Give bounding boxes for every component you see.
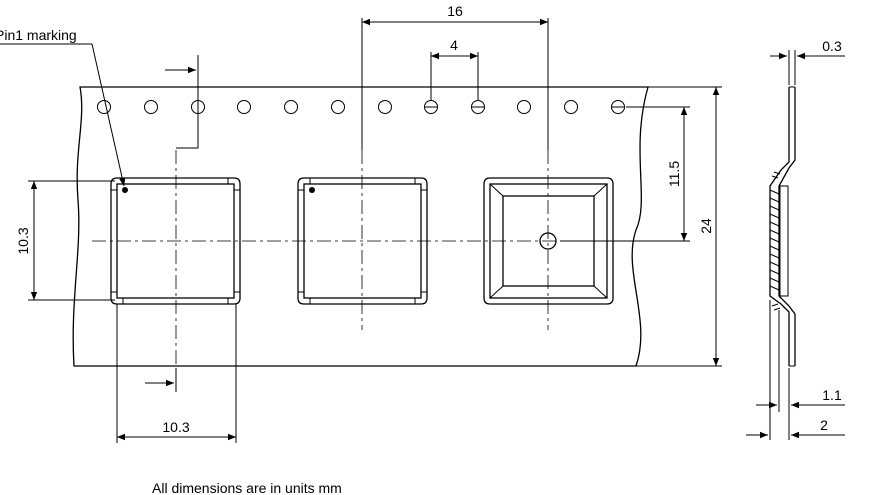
sprocket-hole [564,100,578,114]
dim-10-3-h-label: 10.3 [162,419,189,435]
dim-tape-thickness: 0.3 [770,38,845,85]
dim-4-label: 4 [450,37,458,53]
dim-hole-pitch: 4 [430,37,479,100]
dim-24-label: 24 [698,218,714,234]
dim-10-3-v-label: 10.3 [15,227,31,254]
dim-tape-width: 24 [636,86,722,367]
sprocket-hole [97,100,111,114]
sprocket-holes [97,100,625,114]
center-lines [92,150,630,380]
pin1-leader: Pin1 marking [0,27,126,187]
pin1-label: Pin1 marking [0,27,77,43]
dim-cover-offset: 1.1 [756,310,845,440]
tape-outline [72,86,649,367]
units-note: All dimensions are in units mm [152,480,342,495]
dim-pocket-height: 10.3 [15,180,115,301]
sprocket-hole [331,100,345,114]
dim-pocket-pitch: 16 [361,3,549,150]
pin1-dot [122,187,128,193]
dim-hole-to-center: 11.5 [560,106,690,242]
dim-16-label: 16 [447,3,463,19]
tape-side-section [769,86,796,367]
sprocket-hole [378,100,392,114]
dim-2-label: 2 [820,417,828,433]
offset-indicator [145,55,199,392]
dim-pocket-width: 10.3 [116,304,237,443]
dim-11-5-label: 11.5 [666,161,682,187]
dim-0-3-label: 0.3 [822,38,842,54]
dim-pocket-depth: 2 [746,300,845,440]
pin1-dot [309,187,315,193]
sprocket-hole [517,100,531,114]
sprocket-hole [237,100,251,114]
dim-1-1-label: 1.1 [822,387,842,403]
sprocket-hole [284,100,298,114]
sprocket-hole [144,100,158,114]
